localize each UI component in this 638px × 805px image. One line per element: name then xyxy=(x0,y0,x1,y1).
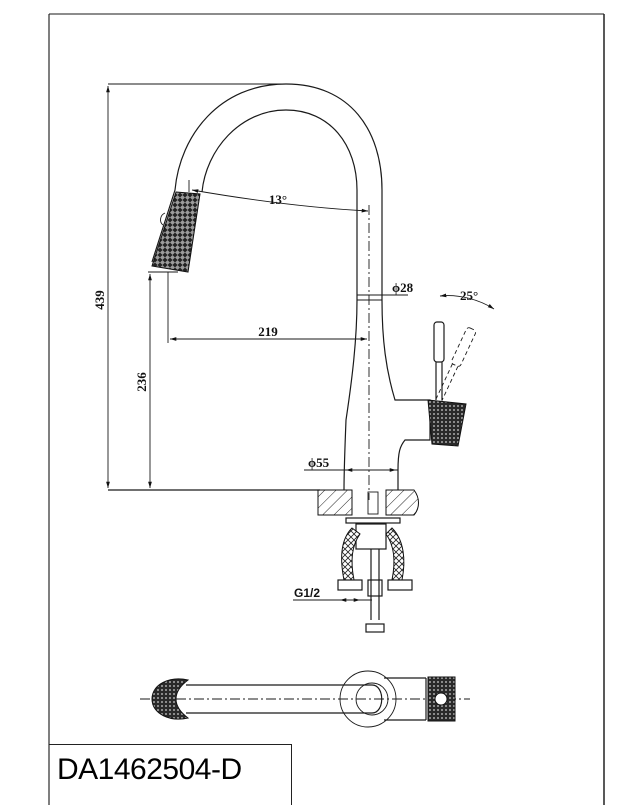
mounting-stud xyxy=(367,491,379,515)
countertop-section-left xyxy=(317,489,353,516)
plan-base-inner-circle xyxy=(355,682,389,716)
dim-label-spray-angle: 13° xyxy=(269,192,287,207)
plan-spray-head xyxy=(151,678,190,720)
dim-label-outlet-height: 236 xyxy=(134,372,149,392)
plan-spout-end xyxy=(371,684,383,714)
hose-connector xyxy=(367,579,383,597)
spray-head-knurled xyxy=(151,191,201,273)
mounting-nut xyxy=(355,523,387,550)
dim-arc-spray-angle xyxy=(191,189,369,213)
dim-label-reach: 219 xyxy=(258,324,278,339)
plan-handle-cap xyxy=(434,692,448,706)
supply-hose-left xyxy=(341,527,361,581)
handle-hub-knurled xyxy=(427,399,467,447)
drawing-frame xyxy=(48,13,605,805)
dim-arc-handle-angle xyxy=(439,293,495,310)
dim-label-overall-height: 439 xyxy=(92,290,107,310)
spout-outer-contour xyxy=(151,83,431,490)
mounting-washer xyxy=(345,517,401,524)
dim-label-body-diameter: ϕ28 xyxy=(392,280,414,295)
plan-handle-knurled-hub xyxy=(427,676,456,722)
hose-fitting-right xyxy=(387,579,413,591)
supply-hose-right xyxy=(385,527,405,581)
dim-label-handle-angle: 25° xyxy=(460,288,478,303)
countertop-section-right xyxy=(385,489,419,516)
model-number: DA1462504-D xyxy=(57,753,242,786)
top-plan-view xyxy=(140,670,470,728)
handle-lever-upright xyxy=(433,321,445,363)
spout-inner-contour xyxy=(201,109,358,491)
plan-base-outer-circle xyxy=(339,670,397,728)
spray-button-icon xyxy=(160,212,166,226)
handle-lever-rotated-ghost xyxy=(435,327,477,402)
hose-end-fitting xyxy=(365,623,385,633)
dim-label-base-diameter: ϕ55 xyxy=(308,455,330,470)
side-elevation-view: 439 236 219 13° ϕ28 25° ϕ55 G1/2 xyxy=(92,83,495,633)
title-block: DA1462504-D xyxy=(49,744,292,805)
hose-fitting-left xyxy=(337,579,363,591)
dim-label-inlet-thread: G1/2 xyxy=(294,586,320,600)
